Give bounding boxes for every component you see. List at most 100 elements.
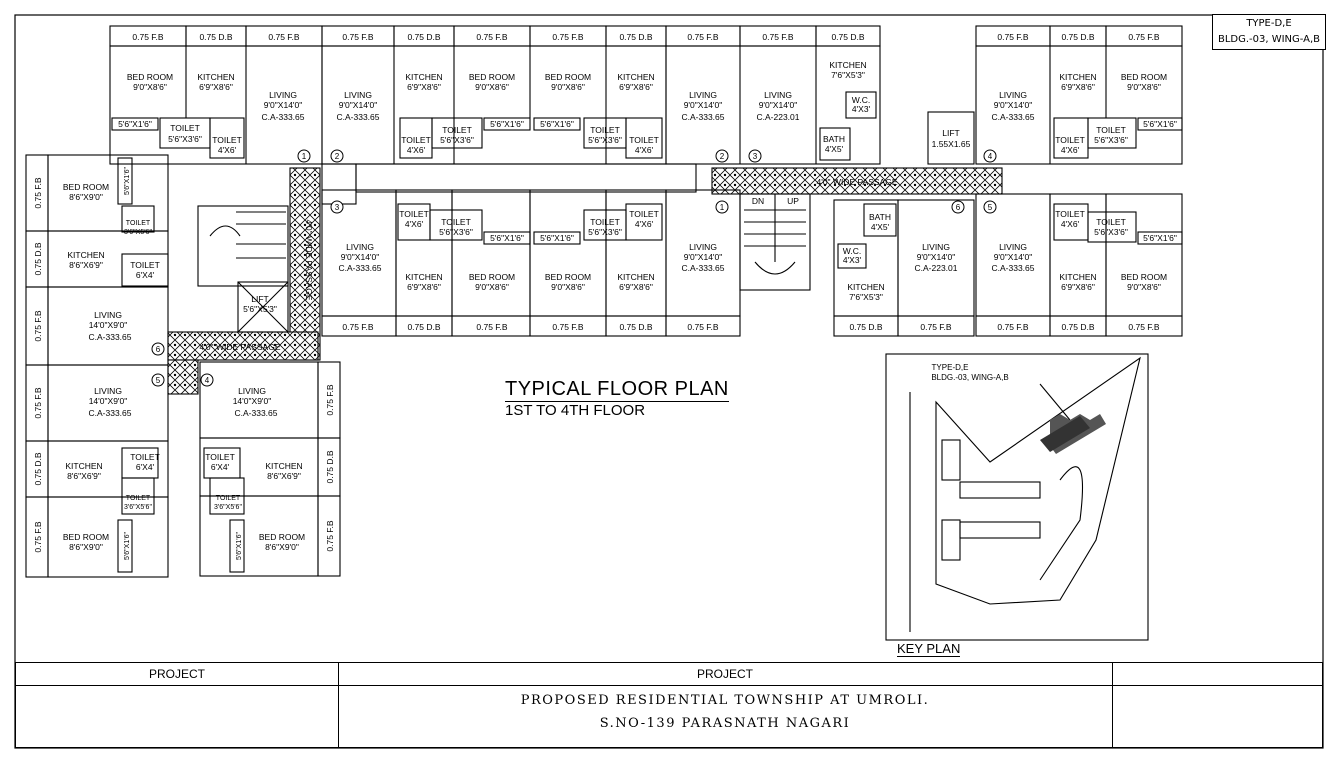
balcony-label: 0.75 D.B	[1061, 32, 1094, 42]
balcony-label: 0.75 D.B	[619, 32, 652, 42]
title-block: PROJECT PROJECT PROPOSED RESIDENTIAL TOW…	[15, 662, 1323, 748]
balcony-label: 0.75 F.B	[33, 387, 43, 419]
room-dim: 6'X4'	[211, 462, 230, 472]
unit-number: 2	[720, 152, 725, 161]
passage-left	[167, 331, 319, 361]
unit-number: 1	[720, 203, 725, 212]
balcony-label: 0.75 F.B	[132, 32, 164, 42]
room-dim: 5'6"X1'6"	[540, 119, 574, 129]
key-plan-label: TYPE-D,E	[932, 363, 969, 372]
room-dim: 3'6"X5'6"	[124, 504, 152, 511]
room-label: TOILET	[205, 452, 235, 462]
carpet-area: C.A-333.65	[682, 263, 725, 273]
stair-label: UP	[787, 196, 799, 206]
room-dim: 9'0"X14'0"	[759, 100, 798, 110]
room-label: BED ROOM	[127, 72, 173, 82]
key-plan	[885, 353, 1149, 641]
passage-label: 4'0" WIDE PASSAGE	[304, 219, 314, 300]
balcony-label: 0.75 D.B	[325, 450, 335, 483]
room-dim: 6'9"X8'6"	[1061, 82, 1095, 92]
project-title-line-1: PROPOSED RESIDENTIAL TOWNSHIP AT UMROLI.	[520, 693, 930, 708]
room-dim: 9'0"X14'0"	[994, 100, 1033, 110]
room-dim: 5'6"X1'6"	[118, 119, 152, 129]
room-label: W.C.	[843, 246, 861, 256]
room-label: KITCHEN	[1059, 72, 1096, 82]
room-dim: 9'0"X14'0"	[684, 100, 723, 110]
room-label: KITCHEN	[405, 72, 442, 82]
key-plan-caption: KEY PLAN	[897, 641, 961, 657]
room-label: TOILET	[442, 125, 472, 135]
room-dim: 4'X5'	[825, 144, 844, 154]
room-label: BED ROOM	[259, 532, 305, 542]
room-dim: 8'6"X9'0"	[69, 192, 103, 202]
room-dim: 8'6"X9'0"	[69, 542, 103, 552]
room-dim: 9'0"X8'6"	[551, 82, 585, 92]
room-dim: 9'0"X14'0"	[341, 252, 380, 262]
room-dim: 9'0"X14'0"	[264, 100, 303, 110]
room-label: LIFT	[942, 128, 959, 138]
passage-label: 4'0" WIDE PASSAGE	[199, 342, 280, 352]
room-dim: 6'9"X8'6"	[407, 82, 441, 92]
room-dim: 5'6"X3'6"	[440, 135, 474, 145]
room-label: TOILET	[1096, 125, 1126, 135]
stamp-line-2: BLDG.-03, WING-A,B	[1217, 34, 1321, 45]
top-wing	[109, 45, 1183, 165]
title-block-header-right	[1112, 663, 1322, 686]
room-label: TOILET	[401, 135, 431, 145]
room-label: KITCHEN	[1059, 272, 1096, 282]
unit-number: 1	[302, 152, 307, 161]
key-plan-label: BLDG.-03, WING-A,B	[931, 373, 1008, 382]
passage-vertical	[289, 167, 321, 361]
room-dim: 14'0"X9'0"	[233, 396, 272, 406]
room-dim: 4'X6'	[1061, 219, 1080, 229]
carpet-area: C.A-333.65	[992, 112, 1035, 122]
room-label: BATH	[823, 134, 845, 144]
room-dim: 9'0"X8'6"	[551, 282, 585, 292]
room-dim: 8'6"X6'9"	[267, 471, 301, 481]
balcony-label: 0.75 D.B	[33, 242, 43, 275]
room-label: W.C.	[852, 95, 870, 105]
room-label: KITCHEN	[197, 72, 234, 82]
unit-markers	[151, 149, 997, 387]
room-label: LIVING	[238, 386, 266, 396]
room-label: TOILET	[126, 220, 151, 227]
balcony-label: 0.75 D.B	[407, 322, 440, 332]
carpet-area: C.A-333.65	[339, 263, 382, 273]
balcony-label: 0.75 D.B	[199, 32, 232, 42]
room-label: LIVING	[922, 242, 950, 252]
room-dim: 5'6"X3'6"	[588, 135, 622, 145]
room-dim: 5'6"X3'6"	[1094, 135, 1128, 145]
room-dim: 8'6"X6'9"	[67, 471, 101, 481]
unit-number: 4	[988, 152, 993, 161]
room-label: TOILET	[629, 135, 659, 145]
passage-label: 4'0" WIDE PASSAGE	[816, 177, 897, 187]
left-wing	[25, 154, 169, 578]
room-dim: 9'0"X8'6"	[475, 282, 509, 292]
room-label: TOILET	[629, 209, 659, 219]
middle-wing	[321, 189, 741, 337]
room-dim: 9'0"X8'6"	[475, 82, 509, 92]
balcony-label: 0.75 F.B	[687, 322, 719, 332]
balcony-label: 0.75 F.B	[33, 310, 43, 342]
balcony-label: 0.75 F.B	[342, 32, 374, 42]
unit-number: 5	[156, 376, 161, 385]
room-dim: 5'6"X1'6"	[490, 233, 524, 243]
balcony-label: 0.75 D.B	[33, 452, 43, 485]
balcony-label: 0.75 F.B	[762, 32, 794, 42]
room-label: LIFT	[251, 294, 268, 304]
vertical-labels: 0.75 F.B 0.75 D.B 0.75 F.B 0.75 F.B 0.75…	[33, 167, 335, 560]
room-label: BED ROOM	[545, 272, 591, 282]
balcony-label: 0.75 D.B	[407, 32, 440, 42]
room-dim: 9'0"X14'0"	[339, 100, 378, 110]
room-dim: 4'X6'	[407, 145, 426, 155]
passage-right	[711, 167, 1003, 195]
carpet-area: C.A-333.65	[992, 263, 1035, 273]
room-label: TOILET	[590, 217, 620, 227]
room-dim: 14'0"X9'0"	[89, 320, 128, 330]
room-label: TOILET	[126, 495, 151, 502]
room-dim: 5'6"X1'6"	[1143, 119, 1177, 129]
room-label: KITCHEN	[829, 60, 866, 70]
room-label: KITCHEN	[847, 282, 884, 292]
room-label: BED ROOM	[1121, 72, 1167, 82]
